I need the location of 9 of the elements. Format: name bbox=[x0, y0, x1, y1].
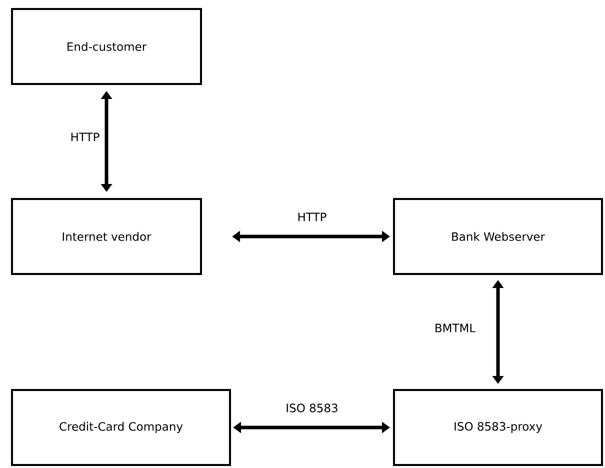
edge-label: HTTP bbox=[71, 132, 100, 142]
edge-label: BMTML bbox=[436, 324, 476, 332]
edge-label: ISO 8583 bbox=[286, 404, 338, 412]
process-box: Internet vendor bbox=[11, 198, 202, 275]
process-box: ISO 8583-proxy bbox=[393, 388, 603, 466]
process-box: Bank Webserver bbox=[393, 198, 603, 275]
edge-label: HTTP bbox=[298, 212, 326, 222]
process-box: Credit-Card Company bbox=[11, 388, 231, 466]
process-box: End-customer bbox=[11, 8, 202, 85]
